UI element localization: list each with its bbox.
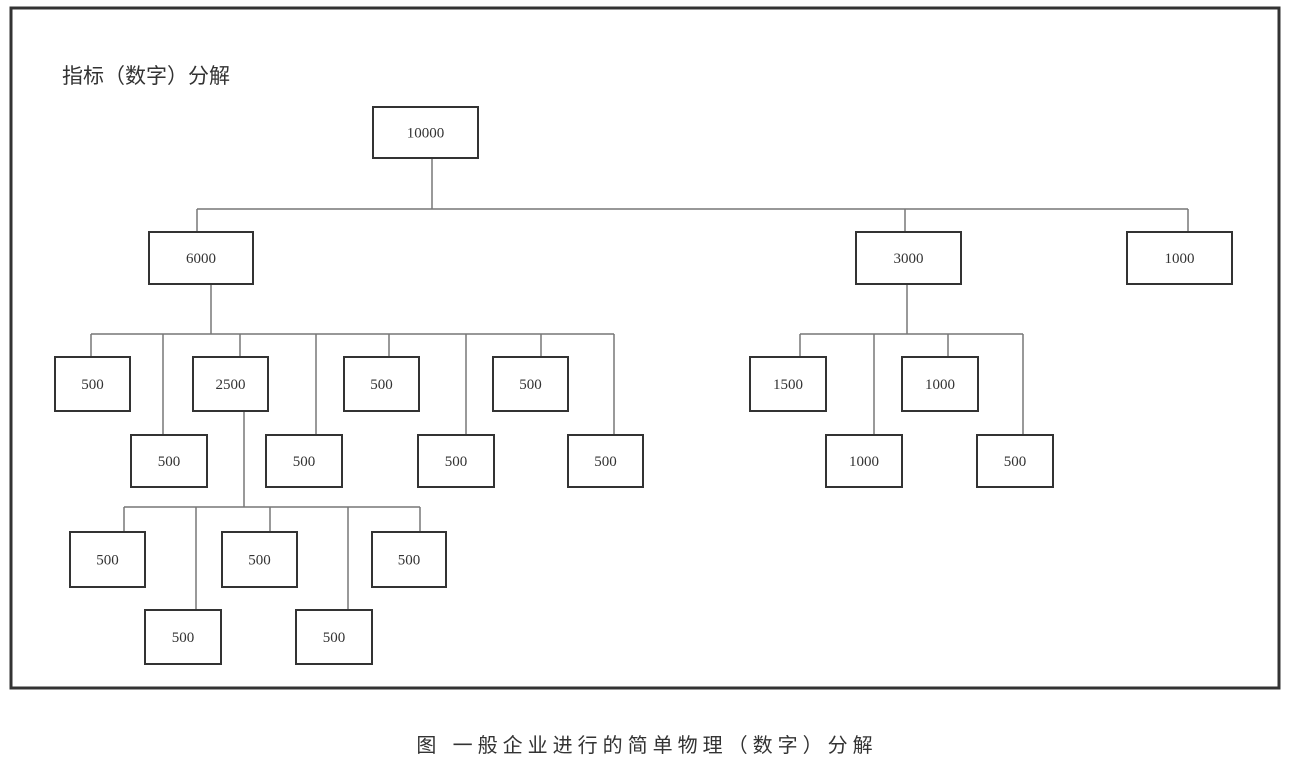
connector-lines: [90, 158, 1189, 610]
node-label: 500: [81, 377, 104, 393]
node-a3: 2500: [192, 356, 269, 412]
node-a7: 500: [492, 356, 569, 412]
node-label: 500: [370, 377, 393, 393]
node-box: [148, 231, 254, 285]
node-label: 500: [445, 454, 468, 470]
node-c1: 500: [69, 531, 146, 588]
node-label: 500: [323, 630, 346, 646]
node-box: [371, 531, 447, 588]
node-box: [492, 356, 569, 412]
node-a2: 500: [130, 434, 208, 488]
node-box: [130, 434, 208, 488]
node-box: [417, 434, 495, 488]
node-a5: 500: [343, 356, 420, 412]
node-label: 500: [96, 553, 119, 569]
node-label: 1500: [773, 377, 803, 393]
node-a8: 500: [567, 434, 644, 488]
node-label: 500: [519, 377, 542, 393]
node-label: 500: [1004, 454, 1027, 470]
node-a6: 500: [417, 434, 495, 488]
node-label: 6000: [186, 251, 216, 267]
node-box: [855, 231, 962, 285]
node-label: 500: [398, 553, 421, 569]
node-c4: 500: [295, 609, 373, 665]
node-box: [265, 434, 343, 488]
node-label: 500: [293, 454, 316, 470]
node-boxes: 10000 6000 3000 1000 500 500 2500 500 500 500 500 5…: [54, 106, 1233, 665]
node-label: 500: [248, 553, 271, 569]
node-c2: 500: [144, 609, 222, 665]
node-box: [221, 531, 298, 588]
node-b3: 1000: [901, 356, 979, 412]
node-b2: 1000: [825, 434, 903, 488]
node-c: 1000: [1126, 231, 1233, 285]
node-box: [295, 609, 373, 665]
node-box: [976, 434, 1054, 488]
node-box: [343, 356, 420, 412]
node-label: 500: [594, 454, 617, 470]
node-label: 1000: [1165, 251, 1195, 267]
node-a4: 500: [265, 434, 343, 488]
node-box: [825, 434, 903, 488]
node-b: 3000: [855, 231, 962, 285]
node-c5: 500: [371, 531, 447, 588]
figure-caption: 图 一般企业进行的简单物理（数字）分解: [416, 733, 878, 757]
diagram-title: 指标（数字）分解: [62, 64, 230, 88]
node-label: 500: [158, 454, 181, 470]
node-label: 500: [172, 630, 195, 646]
node-b1: 1500: [749, 356, 827, 412]
node-b4: 500: [976, 434, 1054, 488]
node-label: 10000: [407, 126, 445, 142]
node-box: [372, 106, 479, 159]
node-label: 1000: [925, 377, 955, 393]
node-c3: 500: [221, 531, 298, 588]
node-root: 10000: [372, 106, 479, 159]
node-box: [54, 356, 131, 412]
node-label: 1000: [849, 454, 879, 470]
node-label: 3000: [894, 251, 924, 267]
node-box: [1126, 231, 1233, 285]
node-box: [144, 609, 222, 665]
node-box: [69, 531, 146, 588]
node-a1: 500: [54, 356, 131, 412]
diagram-frame: [9, 6, 1281, 690]
node-box: [901, 356, 979, 412]
node-box: [567, 434, 644, 488]
node-box: [749, 356, 827, 412]
node-box: [192, 356, 269, 412]
node-label: 2500: [216, 377, 246, 393]
node-a: 6000: [148, 231, 254, 285]
